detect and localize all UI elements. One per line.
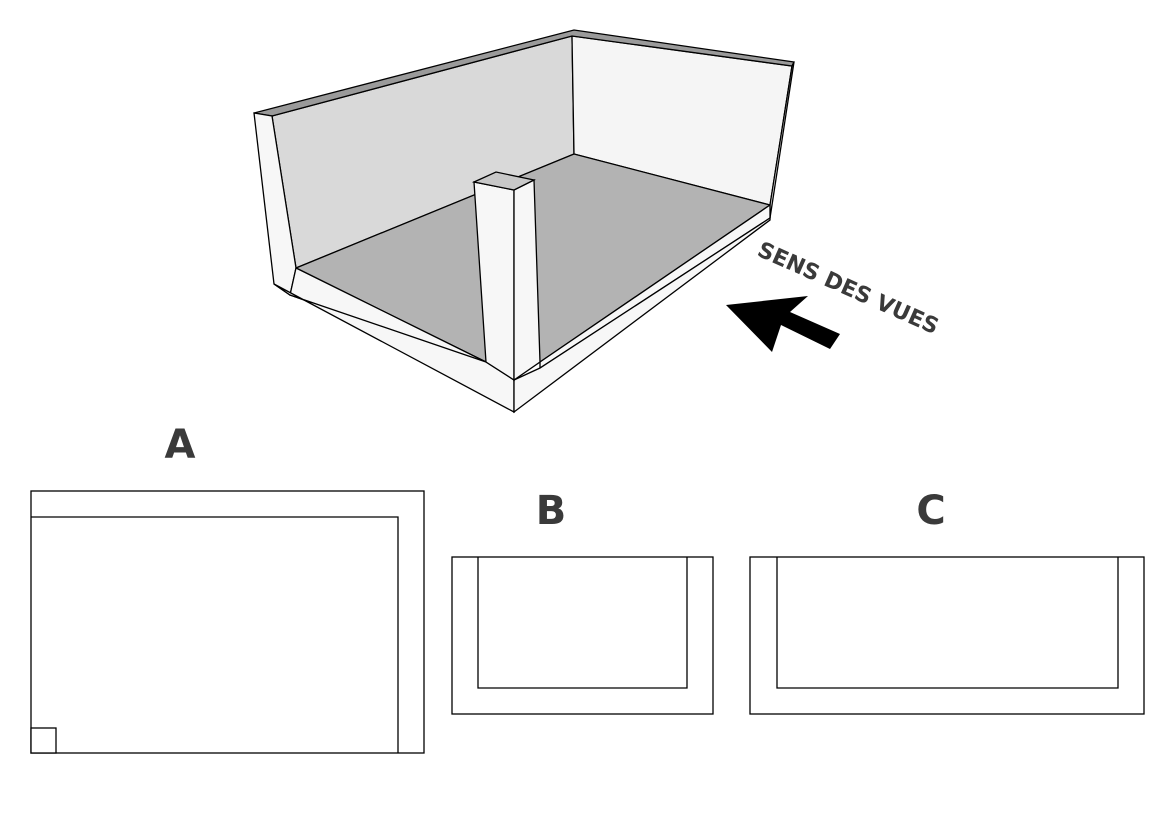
arrow-icon xyxy=(726,296,840,352)
isometric-enclosure xyxy=(253,29,795,414)
pillar-top xyxy=(471,171,536,191)
view-c-label: C xyxy=(916,488,945,534)
view-a-inner-edge xyxy=(31,516,399,753)
view-direction-indicator: SENS DES VUES xyxy=(726,238,942,352)
front-right-wall-face xyxy=(513,216,771,414)
view-a xyxy=(30,490,425,754)
view-c-outline xyxy=(749,556,1145,715)
view-a-label: A xyxy=(165,422,196,468)
view-b xyxy=(451,556,714,715)
view-b-label: B xyxy=(536,488,567,534)
view-c xyxy=(749,556,1145,715)
view-b-outline xyxy=(451,556,714,715)
view-a-pillar xyxy=(30,727,57,754)
view-a-outline xyxy=(30,490,425,754)
view-c-inner-edge xyxy=(776,557,1119,689)
view-b-inner-edge xyxy=(477,557,688,689)
